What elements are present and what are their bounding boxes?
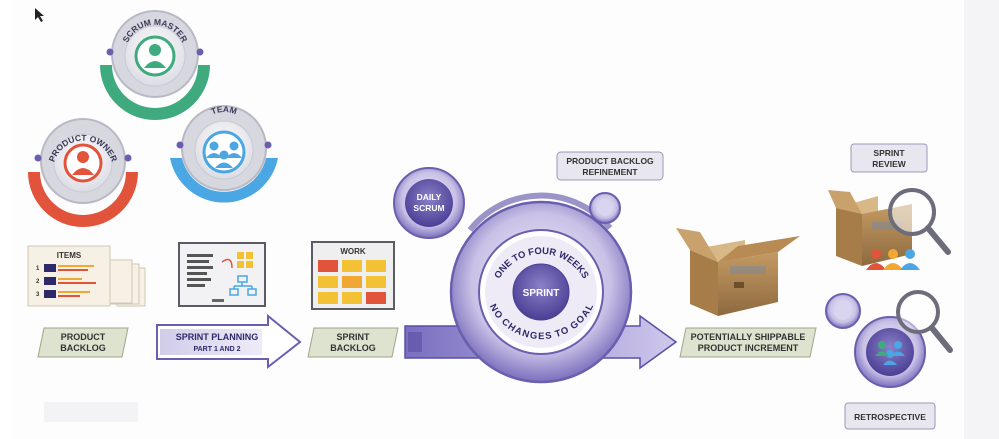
daily-scrum-circle: DAILY SCRUM: [393, 167, 465, 239]
sprint-cycle: ONE TO FOUR WEEKS NO CHANGES TO GOAL SPR…: [449, 192, 633, 384]
product-owner-person-icon: [72, 151, 94, 175]
refinement-circle: [589, 192, 621, 224]
svg-text:BACKLOG: BACKLOG: [330, 343, 376, 353]
sprint-backlog-label: SPRINT BACKLOG: [307, 327, 399, 358]
svg-text:SPRINT: SPRINT: [873, 148, 905, 158]
retrospective-small-circle: [825, 293, 861, 329]
retrospective-magnifier-icon: [896, 290, 953, 353]
item-number: 1: [36, 266, 40, 272]
svg-text:BACKLOG: BACKLOG: [60, 343, 106, 353]
sprint-review-label: SPRINT REVIEW: [850, 143, 928, 173]
window-edge: [964, 0, 999, 439]
svg-text:RETROSPECTIVE: RETROSPECTIVE: [854, 412, 926, 422]
role-scrum-master: SCRUM MASTER: [100, 10, 210, 120]
svg-text:REFINEMENT: REFINEMENT: [582, 167, 638, 177]
faded-watermark-block: [44, 402, 138, 422]
retrospective-label: RETROSPECTIVE: [844, 402, 936, 430]
team-label: TEAM: [210, 104, 239, 116]
item-number: 3: [36, 292, 40, 298]
shipping-box-icon: [676, 228, 800, 316]
magnifier-icon: [888, 188, 951, 255]
sprint-planning-sublabel: PART 1 AND 2: [193, 346, 240, 353]
sprint-planning-board: [178, 242, 266, 307]
retrospective-circle: [854, 316, 926, 388]
team-people-icon: [206, 141, 242, 168]
refinement-label: PRODUCT BACKLOG REFINEMENT: [556, 151, 664, 181]
svg-text:SPRINT: SPRINT: [336, 332, 370, 342]
product-backlog-items-card: ITEMS 1 2 3: [27, 245, 146, 307]
work-title: WORK: [340, 247, 366, 256]
items-title: ITEMS: [57, 251, 82, 260]
sprint-backlog-work-board: WORK: [311, 241, 395, 310]
scrum-master-person-icon: [144, 44, 166, 68]
svg-text:PRODUCT: PRODUCT: [61, 332, 106, 342]
role-product-owner: PRODUCT OWNER: [28, 118, 138, 227]
svg-text:PRODUCT INCREMENT: PRODUCT INCREMENT: [698, 343, 799, 353]
role-team: TEAM: [170, 104, 278, 203]
svg-text:PRODUCT BACKLOG: PRODUCT BACKLOG: [566, 156, 654, 166]
daily-scrum-label: DAILY: [417, 192, 442, 202]
sprint-planning-arrow: SPRINT PLANNING PART 1 AND 2: [156, 313, 302, 370]
sprint-planning-label: SPRINT PLANNING: [176, 332, 259, 342]
svg-text:POTENTIALLY SHIPPABLE: POTENTIALLY SHIPPABLE: [691, 332, 806, 342]
item-number: 2: [36, 279, 40, 285]
review-people-icon: [866, 249, 920, 270]
daily-scrum-label: SCRUM: [413, 203, 444, 213]
sprint-center-label: SPRINT: [523, 288, 560, 299]
retrospective-people-icon: [875, 341, 905, 365]
product-backlog-label: PRODUCT BACKLOG: [37, 327, 129, 358]
mouse-cursor-icon: [35, 8, 44, 22]
increment-label: POTENTIALLY SHIPPABLE PRODUCT INCREMENT: [679, 327, 817, 358]
svg-text:REVIEW: REVIEW: [872, 159, 907, 169]
